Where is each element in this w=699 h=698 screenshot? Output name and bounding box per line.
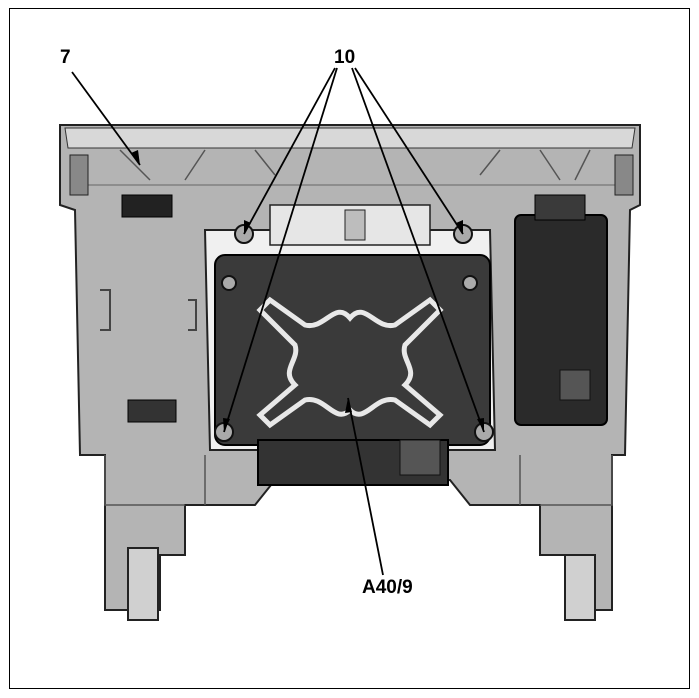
callout-10: 10	[334, 47, 355, 68]
leader-line-7	[71, 71, 141, 166]
callout-7: 7	[60, 47, 71, 68]
bolts	[214, 224, 494, 442]
leader-line-10-a	[243, 67, 336, 235]
side-module	[514, 194, 608, 426]
leader-lines	[71, 67, 485, 576]
control-unit	[214, 254, 491, 486]
leader-line-10-b	[223, 67, 338, 433]
leader-line-a40-9	[347, 397, 384, 576]
leader-line-10-c	[351, 67, 485, 433]
leader-line-10-d	[354, 67, 464, 235]
callout-a40-9: A40/9	[362, 577, 413, 598]
arrowheads	[131, 150, 484, 432]
